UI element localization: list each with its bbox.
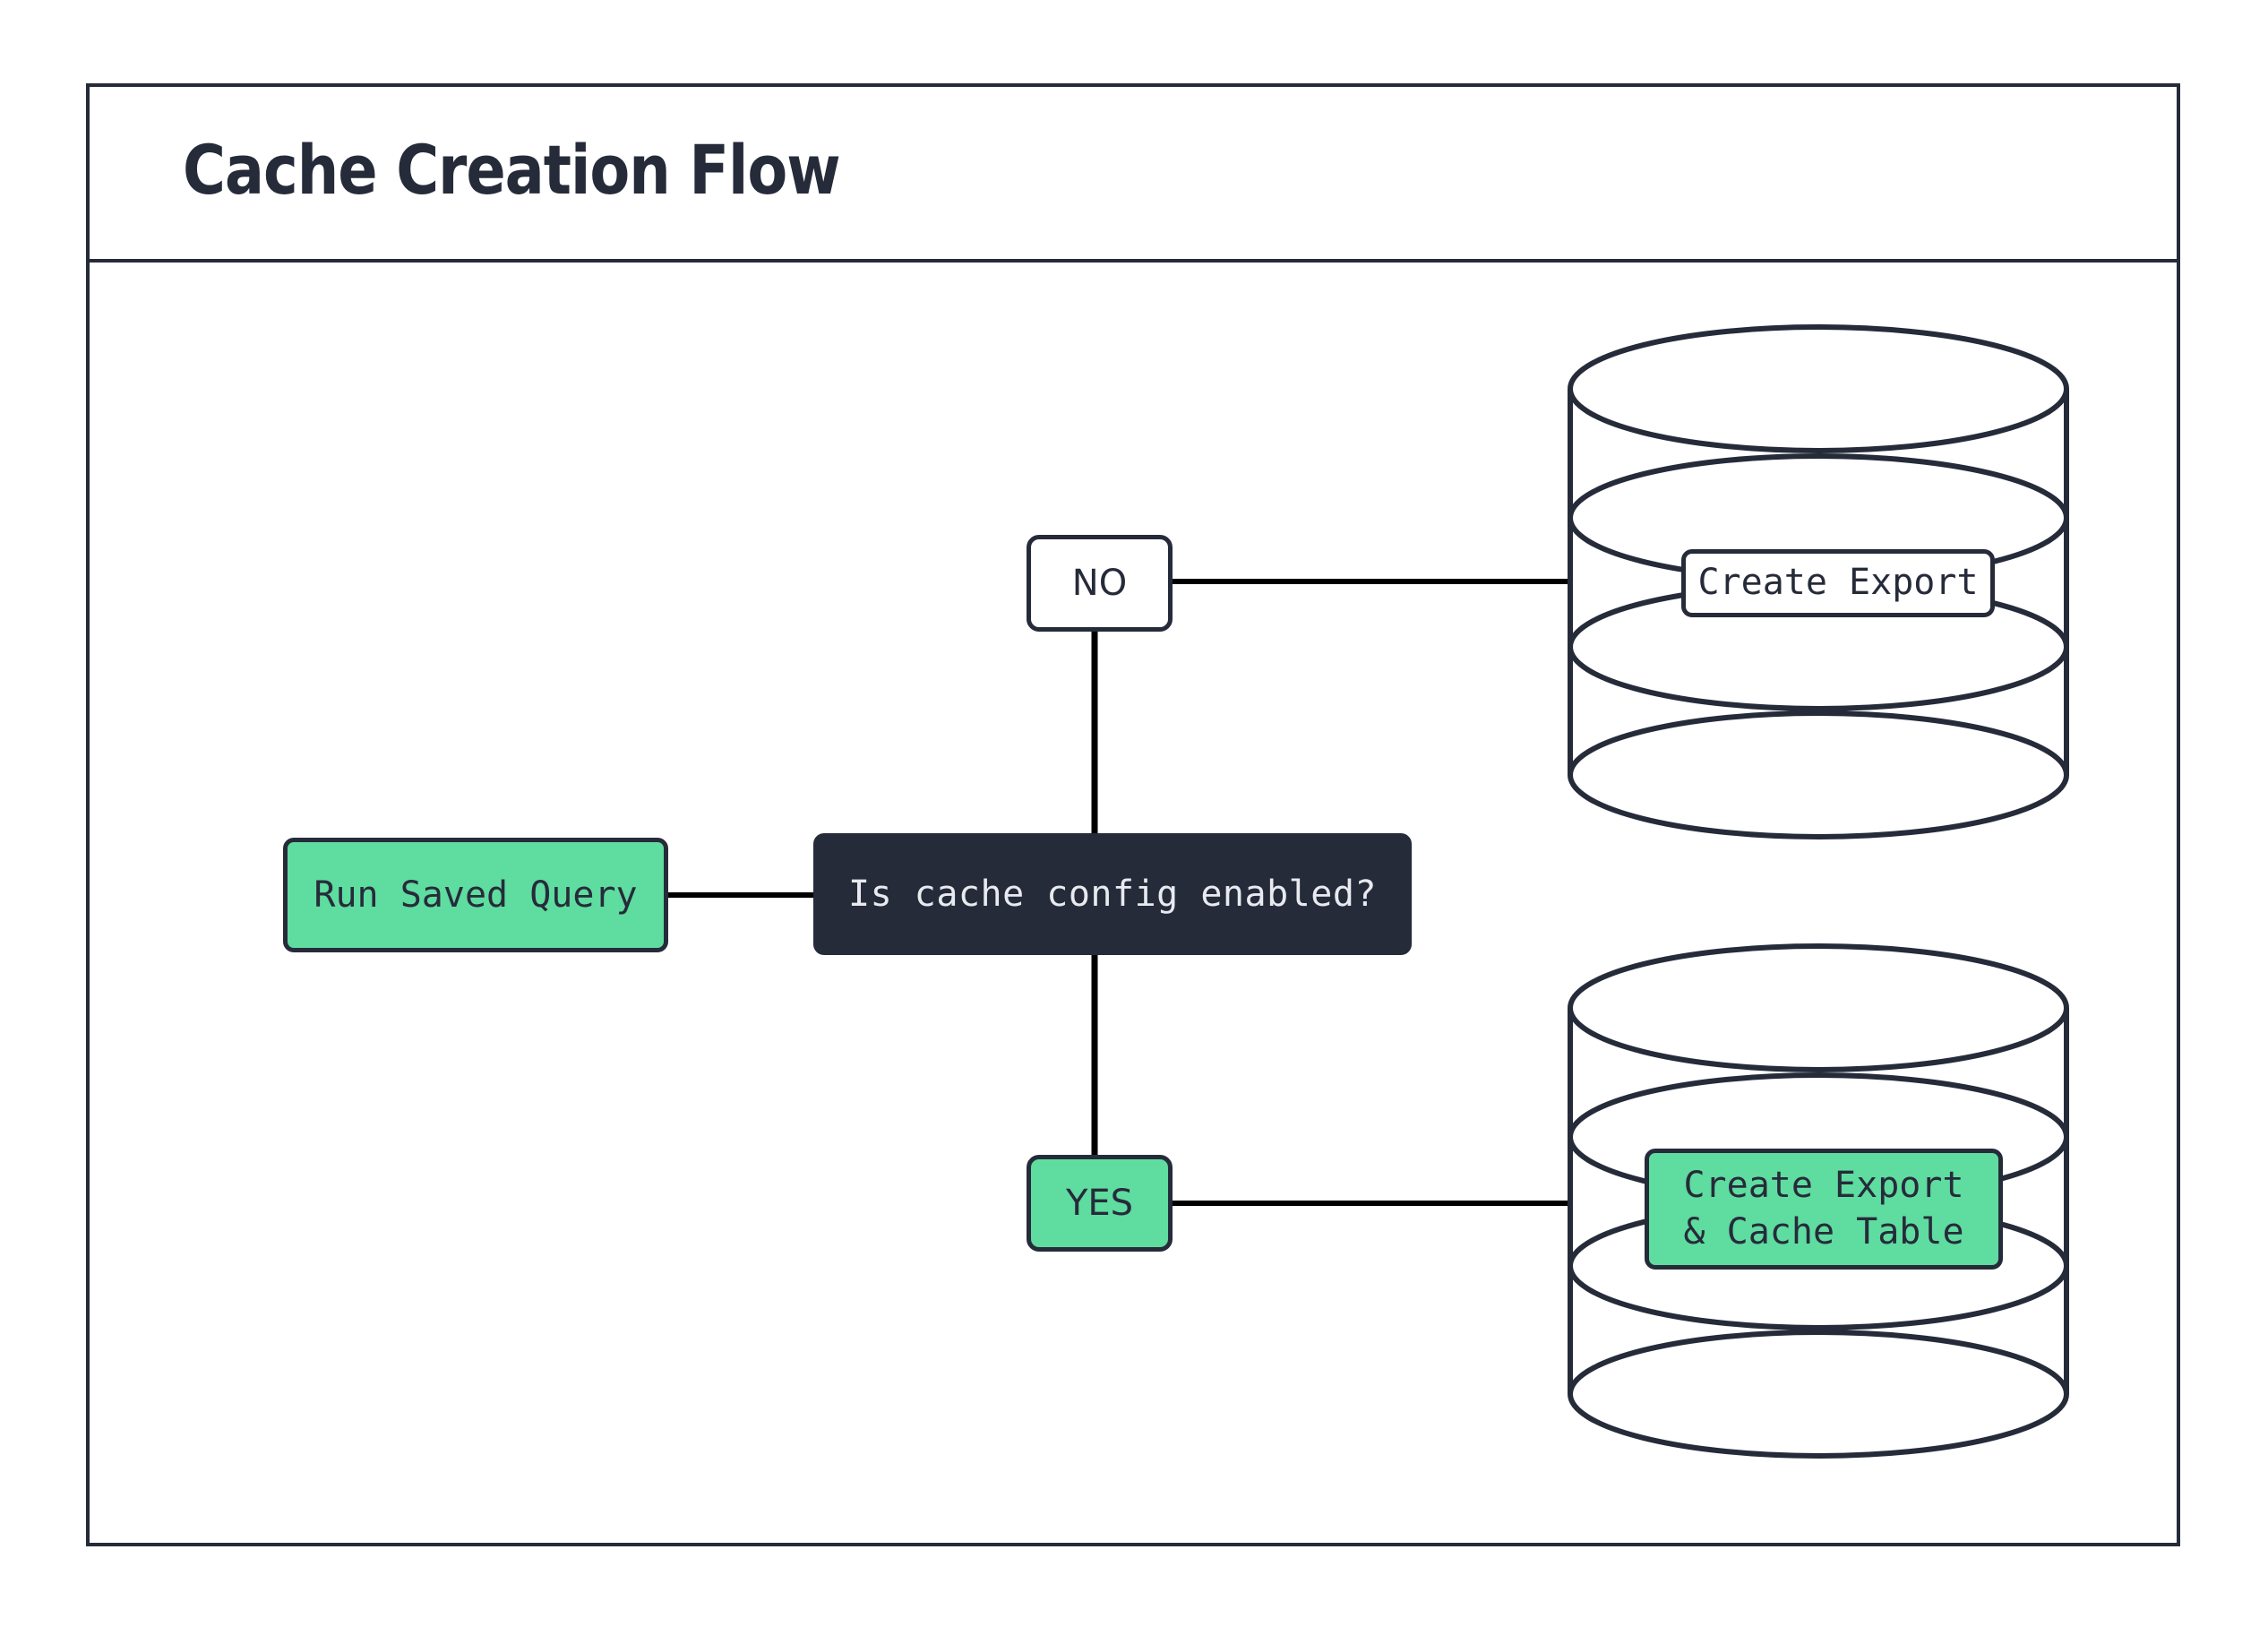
page-title: Cache Creation Flow — [183, 130, 841, 210]
node-decision-is-cache-config-enabled[interactable]: Is cache config enabled? — [813, 833, 1412, 955]
node-label-create-export[interactable]: Create Export — [1681, 549, 1995, 617]
node-run-saved-query[interactable]: Run Saved Query — [283, 838, 668, 952]
edge-label-yes[interactable]: YES — [1027, 1155, 1173, 1252]
edge-label-no[interactable]: NO — [1027, 535, 1173, 632]
node-label-create-export-cache-line-2: & Cache Table — [1683, 1210, 1964, 1253]
node-label-create-export-cache-line-1: Create Export — [1683, 1165, 1964, 1207]
node-label-create-export-text: Create Export — [1697, 562, 1979, 604]
diagram-header: Cache Creation Flow — [90, 87, 2177, 263]
node-label-create-export-cache-table[interactable]: Create Export & Cache Table — [1645, 1149, 2003, 1270]
